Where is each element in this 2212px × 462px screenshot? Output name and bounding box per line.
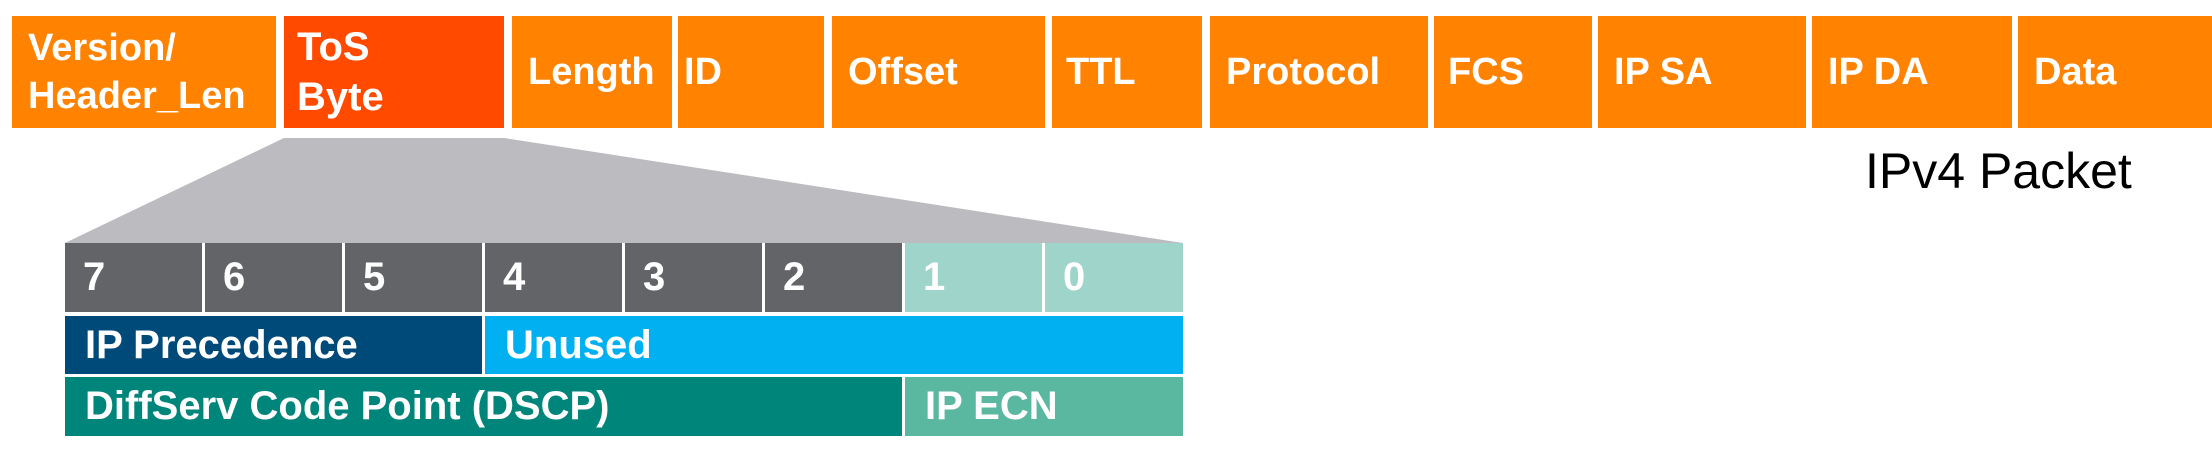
bit-1: 1: [905, 243, 1042, 312]
field-ip-da: IP DA: [1812, 16, 2012, 128]
band-label: IP ECN: [925, 384, 1058, 428]
bit-7: 7: [65, 243, 202, 312]
field-label: IP DA: [1828, 51, 1929, 93]
ip-precedence-band: IP Precedence: [65, 316, 482, 374]
packet-caption: IPv4 Packet: [1865, 143, 2132, 199]
field-length: Length: [512, 16, 672, 128]
bit-3: 3: [625, 243, 762, 312]
bit-0: 0: [1045, 243, 1183, 312]
bit-label: 5: [363, 255, 386, 299]
field-protocol: Protocol: [1210, 16, 1428, 128]
field-tos-byte: ToS Byte: [284, 16, 504, 128]
field-ip-sa: IP SA: [1598, 16, 1806, 128]
field-label: Length: [528, 51, 655, 93]
band-label: IP Precedence: [85, 322, 358, 367]
field-label: IP SA: [1614, 51, 1713, 93]
bit-label: 7: [83, 255, 106, 299]
bit-label: 3: [643, 255, 666, 299]
field-label: Protocol: [1226, 51, 1381, 93]
field-label: Data: [2034, 51, 2117, 93]
band-label: DiffServ Code Point (DSCP): [85, 384, 610, 428]
field-id: ID: [678, 16, 824, 128]
bit-2: 2: [765, 243, 902, 312]
unused-band: Unused: [485, 316, 1183, 374]
bit-5: 5: [345, 243, 482, 312]
bit-label: 1: [923, 255, 946, 299]
dscp-band: DiffServ Code Point (DSCP): [65, 377, 902, 436]
field-label: TTL: [1066, 51, 1136, 93]
bit-label: 0: [1063, 255, 1086, 299]
field-label: FCS: [1448, 51, 1524, 93]
field-ttl: TTL: [1052, 16, 1202, 128]
field-offset: Offset: [832, 16, 1045, 128]
field-label-line1: ToS: [297, 25, 370, 69]
bit-label: 6: [223, 255, 246, 299]
field-label-line2: Byte: [297, 75, 384, 119]
tos-expansion-wedge: [65, 138, 1183, 243]
field-label: Offset: [848, 51, 958, 93]
bit-label: 4: [503, 255, 526, 299]
field-label-line1: Version/: [28, 27, 176, 69]
bit-label: 2: [783, 255, 806, 299]
bit-6: 6: [205, 243, 342, 312]
field-fcs: FCS: [1434, 16, 1592, 128]
band-label: Unused: [505, 322, 652, 367]
field-data: Data: [2018, 16, 2212, 128]
field-version-header-len: Version/ Header_Len: [12, 16, 276, 128]
field-label: ID: [684, 51, 722, 93]
ip-ecn-band: IP ECN: [905, 377, 1183, 436]
field-label-line2: Header_Len: [28, 75, 246, 117]
bit-4: 4: [485, 243, 622, 312]
